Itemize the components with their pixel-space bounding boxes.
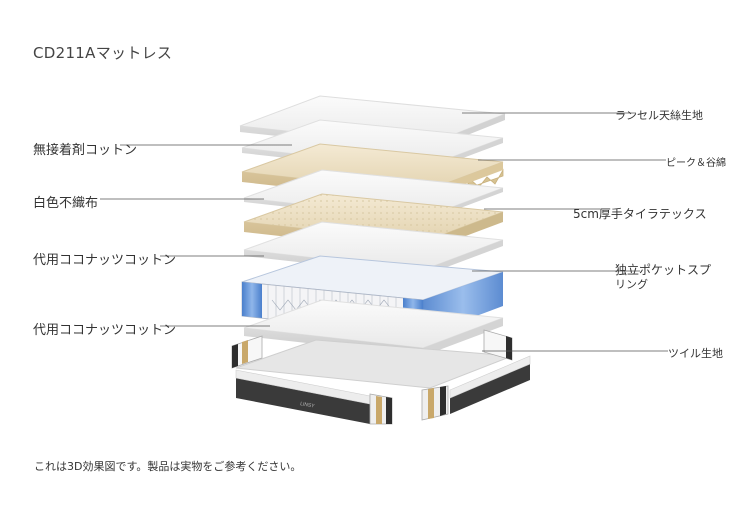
label-coconut-cotton-lower: 代用ココナッツコットン bbox=[33, 323, 177, 338]
label-no-adhesive-cotton: 無接着剤コットン bbox=[33, 143, 138, 158]
leader-lines-right bbox=[462, 112, 668, 352]
label-pocket-spring-line2: リング bbox=[615, 278, 648, 291]
label-peak-valley-cotton: ピーク＆谷綿 bbox=[666, 158, 726, 169]
label-coconut-cotton-upper: 代用ココナッツコットン bbox=[33, 253, 177, 268]
label-white-nonwoven: 白色不織布 bbox=[33, 196, 99, 211]
brand-logo: LINSY bbox=[300, 401, 316, 410]
layer-base-frame bbox=[231, 329, 531, 425]
label-pocket-spring-line1: 独立ポケットスプ bbox=[615, 263, 712, 277]
footer-disclaimer: これは3D効果図です。製品は実物をご参考ください。 bbox=[34, 460, 302, 473]
leader-lines-left bbox=[100, 144, 292, 327]
label-twill-fabric: ツイル生地 bbox=[668, 347, 723, 360]
page-title: CD211Aマットレス bbox=[33, 44, 173, 62]
label-latex-5cm: 5cm厚手タイラテックス bbox=[573, 207, 707, 221]
label-tencel-fabric: ランセル天絲生地 bbox=[615, 109, 703, 122]
